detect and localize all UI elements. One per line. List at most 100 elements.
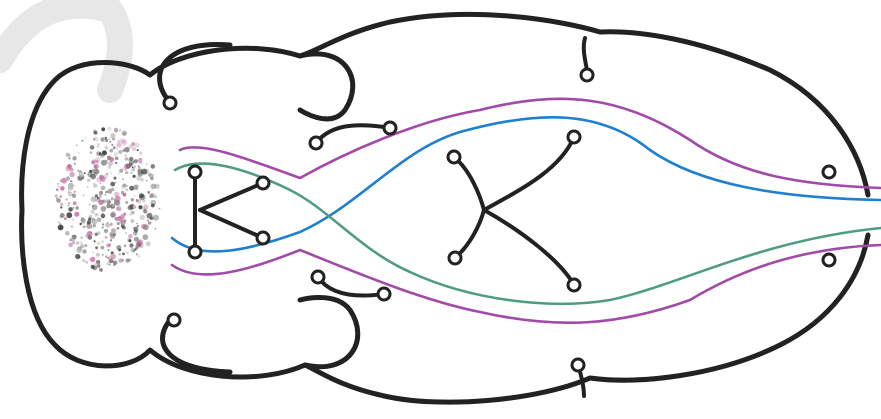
cluster-speck xyxy=(134,185,139,190)
cluster-speck xyxy=(80,223,82,225)
cluster-speck xyxy=(60,196,62,198)
cluster-speck xyxy=(121,140,127,146)
cluster-speck xyxy=(108,244,111,247)
cluster-speck xyxy=(136,223,138,225)
cluster-speck xyxy=(74,212,79,217)
cluster-speck xyxy=(100,153,103,156)
cluster-speck xyxy=(115,196,121,202)
cluster-speck xyxy=(84,172,86,174)
cluster-speck xyxy=(147,191,150,194)
cluster-speck xyxy=(116,245,121,250)
cluster-speck xyxy=(121,218,126,223)
cluster-speck xyxy=(101,186,106,191)
cluster-speck xyxy=(96,253,100,257)
cluster-speck xyxy=(88,236,92,240)
node xyxy=(384,122,396,134)
cluster-speck xyxy=(95,246,98,249)
cluster-speck xyxy=(84,260,86,262)
cluster-speck xyxy=(153,215,159,221)
cluster-speck xyxy=(92,159,96,163)
cluster-speck xyxy=(104,146,108,150)
cluster-speck xyxy=(92,205,94,207)
cluster-speck xyxy=(87,186,89,188)
cluster-speck xyxy=(146,241,151,246)
cluster-speck xyxy=(109,264,111,266)
cluster-speck xyxy=(87,179,90,182)
cluster-speck xyxy=(93,224,96,227)
outline-lower xyxy=(22,210,868,402)
cluster-speck xyxy=(73,185,75,187)
node xyxy=(257,232,269,244)
cluster-speck xyxy=(58,221,60,223)
cluster-speck xyxy=(122,253,125,256)
cluster-speck xyxy=(87,172,92,177)
cluster-speck xyxy=(92,252,94,254)
cluster-speck xyxy=(89,204,91,206)
mid-branch-lower-left xyxy=(455,210,484,258)
cluster-speck xyxy=(126,163,131,168)
cluster-speck xyxy=(100,183,102,185)
cluster-speck xyxy=(73,207,75,209)
cluster-speck xyxy=(150,217,153,220)
cluster-speck xyxy=(120,214,124,218)
node xyxy=(189,246,201,258)
cluster-speck xyxy=(123,168,125,170)
cluster-speck xyxy=(75,254,80,259)
cluster-speck xyxy=(118,150,122,154)
cluster-speck xyxy=(139,152,142,155)
node xyxy=(164,97,176,109)
cluster-speck xyxy=(134,159,138,163)
cluster-speck xyxy=(122,131,127,136)
cluster-speck xyxy=(118,140,121,143)
cluster-speck xyxy=(151,164,156,169)
cluster-speck xyxy=(125,258,130,263)
cluster-speck xyxy=(95,213,99,217)
cluster-speck xyxy=(97,241,101,245)
cluster-speck xyxy=(142,199,145,202)
cluster-speck xyxy=(122,178,124,180)
outline-upper xyxy=(22,14,868,210)
cluster-speck xyxy=(105,236,108,239)
cluster-speck xyxy=(110,255,114,259)
cluster-speck xyxy=(74,163,76,165)
cluster-speck xyxy=(103,200,107,204)
cluster-speck xyxy=(128,234,132,238)
cluster-speck xyxy=(77,170,79,172)
node xyxy=(189,166,201,178)
cluster-speck xyxy=(69,172,74,177)
cluster-speck xyxy=(133,231,138,236)
cluster-speck xyxy=(106,159,109,162)
cluster-speck xyxy=(131,142,135,146)
cluster-speck xyxy=(109,259,113,263)
cluster-speck xyxy=(115,157,119,161)
cluster-speck xyxy=(140,215,145,220)
node xyxy=(823,166,835,178)
cluster-speck xyxy=(66,153,70,157)
cluster-speck xyxy=(138,158,143,163)
cluster-speck xyxy=(129,239,132,242)
cluster-speck xyxy=(66,176,70,180)
cluster-speck xyxy=(72,194,76,198)
cluster-speck xyxy=(125,232,127,234)
cluster-speck xyxy=(154,195,157,198)
cluster-speck xyxy=(99,191,103,195)
magenta-tract-lower xyxy=(172,245,881,323)
cluster-speck xyxy=(109,149,113,153)
cluster-speck xyxy=(101,246,105,250)
cluster-speck xyxy=(126,251,129,254)
magenta-tract-upper xyxy=(180,99,881,188)
cluster-speck xyxy=(129,186,134,191)
lobe-upper-mid xyxy=(300,54,353,119)
cluster-speck xyxy=(101,214,106,219)
cluster-speck xyxy=(81,242,83,244)
cluster-speck xyxy=(136,253,138,255)
cluster-speck xyxy=(159,208,161,210)
node xyxy=(168,314,180,326)
cluster-speck xyxy=(116,142,121,147)
cluster-speck xyxy=(76,248,82,254)
node xyxy=(378,288,390,300)
cluster-speck xyxy=(148,221,152,225)
cluster-speck xyxy=(72,219,74,221)
node xyxy=(310,137,322,149)
cluster-speck xyxy=(140,178,144,182)
